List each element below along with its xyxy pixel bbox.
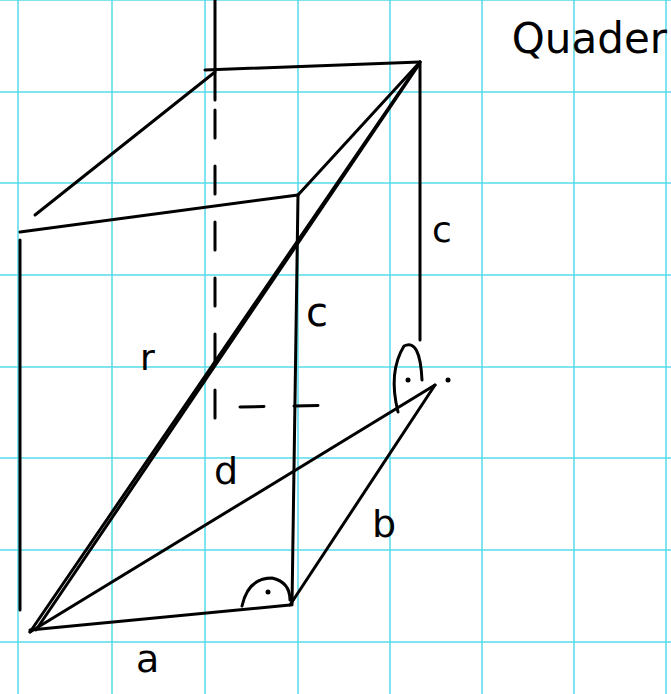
diagonal-name: r bbox=[140, 340, 155, 376]
edge-length: c bbox=[306, 292, 328, 332]
edge-length: b bbox=[372, 505, 396, 543]
diagonal-name: d bbox=[214, 452, 238, 490]
figure-title: Quader bbox=[512, 18, 667, 60]
cuboid-edges bbox=[20, 0, 435, 632]
edge-length: a bbox=[136, 640, 159, 678]
right-angle-dots bbox=[266, 378, 451, 595]
edge-length: c bbox=[432, 212, 452, 248]
